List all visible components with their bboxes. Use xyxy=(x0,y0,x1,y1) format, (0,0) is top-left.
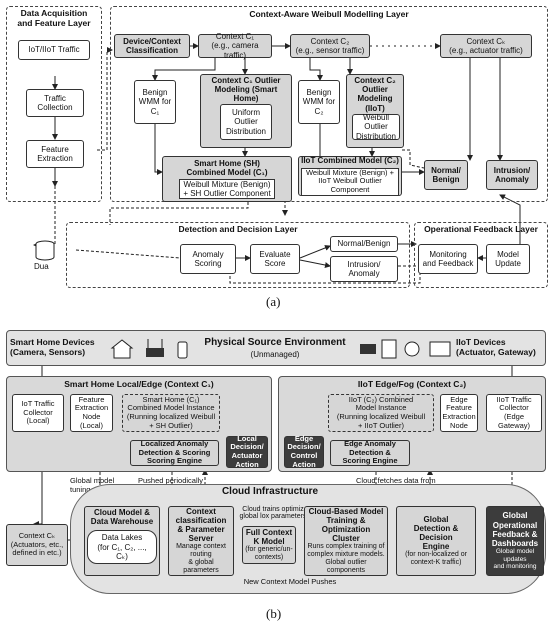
context-classification-server: Context classification & Parameter Serve… xyxy=(168,506,234,576)
detection-decision-panel xyxy=(66,222,410,288)
new-context-pushes-note: New Context Model Pushes xyxy=(243,577,337,586)
c1-outlier-title: Context C₁ Outlier Modeling (Smart Home) xyxy=(211,76,281,104)
context-c2-box: Context C₂ (e.g., sensor traffic) xyxy=(290,34,370,58)
warehouse-title: Cloud Model & Data Warehouse xyxy=(90,508,154,527)
physical-source-panel xyxy=(6,330,546,366)
global-det-body: (for non-localized or context-K traffic) xyxy=(405,551,467,567)
ctx-class-title: Context classification & Parameter Serve… xyxy=(175,506,227,544)
iiot-traffic-collector: IIoT Traffic Collector (Edge Gateway) xyxy=(486,394,542,432)
full-context-k-model: Full Context K Model (for generic/un- co… xyxy=(242,526,296,564)
benign-wmm-c1-box: Benign WMM for C₁ xyxy=(134,80,176,124)
sh-edge-title: Smart Home Local/Edge (Context C₁) xyxy=(64,379,214,389)
weibull-outlier-box: Weibull Outlier Distribution xyxy=(352,113,400,141)
det-normal-box: Normal/Benign xyxy=(330,236,398,252)
local-decision-box: Local Decision/ Actuator Action xyxy=(226,434,268,468)
localized-anomaly-engine: Localized Anomaly Detection & Scoring Sc… xyxy=(130,439,219,466)
cloud-training-body: Runs complex training of complex mixture… xyxy=(307,543,385,575)
iiot-devices-icon xyxy=(356,336,456,360)
pse-title: Physical Source Environment xyxy=(204,337,346,348)
sh-model-instance: Smart Home (C₁) Combined Model Instance … xyxy=(122,394,220,432)
caption-b: (b) xyxy=(266,606,282,621)
edge-feature-extraction: Edge Feature Extraction Node xyxy=(440,394,478,432)
data-acquisition-title: Data Acquisition and Feature Layer xyxy=(17,8,91,28)
c2-outlier-title: Context C₂ Outlier Modeling (IIoT) xyxy=(354,76,396,113)
global-ops-body: Global model updates and monitoring xyxy=(493,548,537,571)
model-update-box: Model Update xyxy=(486,244,530,274)
smart-home-devices-icon xyxy=(108,336,198,360)
iiot-devices-label: IIoT Devices (Actuator, Gateway) xyxy=(456,337,536,357)
cloud-trains-note: Cloud trains optimiz global lox paramete… xyxy=(239,506,307,520)
operational-feedback-panel xyxy=(414,222,548,288)
benign-wmm-c2-box: Benign WMM for C₂ xyxy=(298,80,340,124)
cloud-training-cluster: Cloud-Based Model Training & Optimizatio… xyxy=(304,506,388,576)
database-label: Dua xyxy=(34,262,49,271)
uniform-outlier-box: Uniform Outlier Distribution xyxy=(220,104,272,140)
ctx-class-body: Manage context routing & global paramete… xyxy=(176,543,226,575)
anomaly-scoring-box: Anomaly Scoring xyxy=(180,244,236,274)
operational-feedback-title: Operational Feedback Layer xyxy=(424,224,538,234)
context-c1-box: Context C₁ (e.g., camera traffic) xyxy=(198,32,272,60)
full-ctx-body: (for generic/un- contexts) xyxy=(245,546,293,562)
global-detection-engine: Global Detection & Decision Engine (for … xyxy=(396,506,476,576)
database-icon xyxy=(34,240,56,262)
detection-decision-title: Detection and Decision Layer xyxy=(178,224,298,234)
iiot-combined-body: Weibull Mixture (Benign) + IIoT Weibull … xyxy=(301,167,399,196)
cloud-title: Cloud Infrastructure xyxy=(221,486,319,497)
device-classification-box: Device/Context Classification xyxy=(114,34,190,58)
evaluate-score-box: Evaluate Score xyxy=(250,244,300,274)
cloud-training-title: Cloud-Based Model Training & Optimizatio… xyxy=(308,506,384,544)
context-ck-box-b: Context Cₖ (Actuators, etc., defined in … xyxy=(6,524,68,566)
iiot-model-instance: IIoT (C₂) Combined Model Instance (Runni… xyxy=(328,394,434,432)
edge-anomaly-engine: Edge Anomaly Detection & Scoring Engine xyxy=(330,439,410,466)
edge-decision-box: Edge Decision/ Control Action xyxy=(284,434,324,468)
global-operational-dashboards: Global Operational Feedback & Dashboards… xyxy=(486,506,544,576)
pse-subtitle: (Unmanaged) xyxy=(250,350,300,359)
context-weibull-title: Context-Aware Weibull Modelling Layer xyxy=(249,9,409,19)
caption-a: (a) xyxy=(266,294,281,309)
normal-benign-box: Normal/ Benign xyxy=(424,160,468,190)
iiot-combined-title: IIoT Combined Model (C₂) xyxy=(301,156,399,166)
sh-combined-body: Weibull Mixture (Benign) + SH Outlier Co… xyxy=(179,179,275,200)
data-acquisition-panel xyxy=(6,6,102,202)
sh-combined-model-box: Smart Home (SH) Combined Model (C₁) Weib… xyxy=(162,156,292,202)
context-ck-box: Context Cₖ (e.g., actuator traffic) xyxy=(440,34,532,58)
sh-combined-title: Smart Home (SH) Combined Model (C₁) xyxy=(186,158,268,177)
traffic-collection-box: Traffic Collection xyxy=(26,89,84,117)
monitoring-feedback-box: Monitoring and Feedback xyxy=(418,244,478,274)
iot-traffic-box: IoT/IIoT Traffic xyxy=(18,40,90,60)
global-tuning-note: Global model tuning xyxy=(70,476,115,494)
feature-extraction-box: Feature Extraction xyxy=(26,140,84,168)
cloud-warehouse-box: Cloud Model & Data Warehouse Data Lakes … xyxy=(84,506,160,576)
global-ops-title: Global Operational Feedback & Dashboards xyxy=(491,511,539,548)
det-intrusion-box: Intrusion/ Anomaly xyxy=(330,256,398,282)
iiot-combined-model-box: IIoT Combined Model (C₂) Weibull Mixture… xyxy=(298,156,402,196)
feature-extraction-node: Feature Extraction Node (Local) xyxy=(70,394,113,432)
global-det-title: Global Detection & Decision Engine xyxy=(413,514,459,552)
intrusion-anomaly-box: Intrusion/ Anomaly xyxy=(486,160,538,190)
full-ctx-title: Full Context K Model xyxy=(245,527,293,546)
data-lakes-box: Data Lakes (for C₁, C₂, ..., Cₖ) xyxy=(87,530,157,564)
iiot-edge-title: IIoT Edge/Fog (Context C₂) xyxy=(357,379,467,389)
sh-devices-label: Smart Home Devices (Camera, Sensors) xyxy=(10,337,95,357)
iot-traffic-collector: IoT Traffic Collector (Local) xyxy=(12,394,64,432)
context-weibull-panel xyxy=(110,6,548,202)
